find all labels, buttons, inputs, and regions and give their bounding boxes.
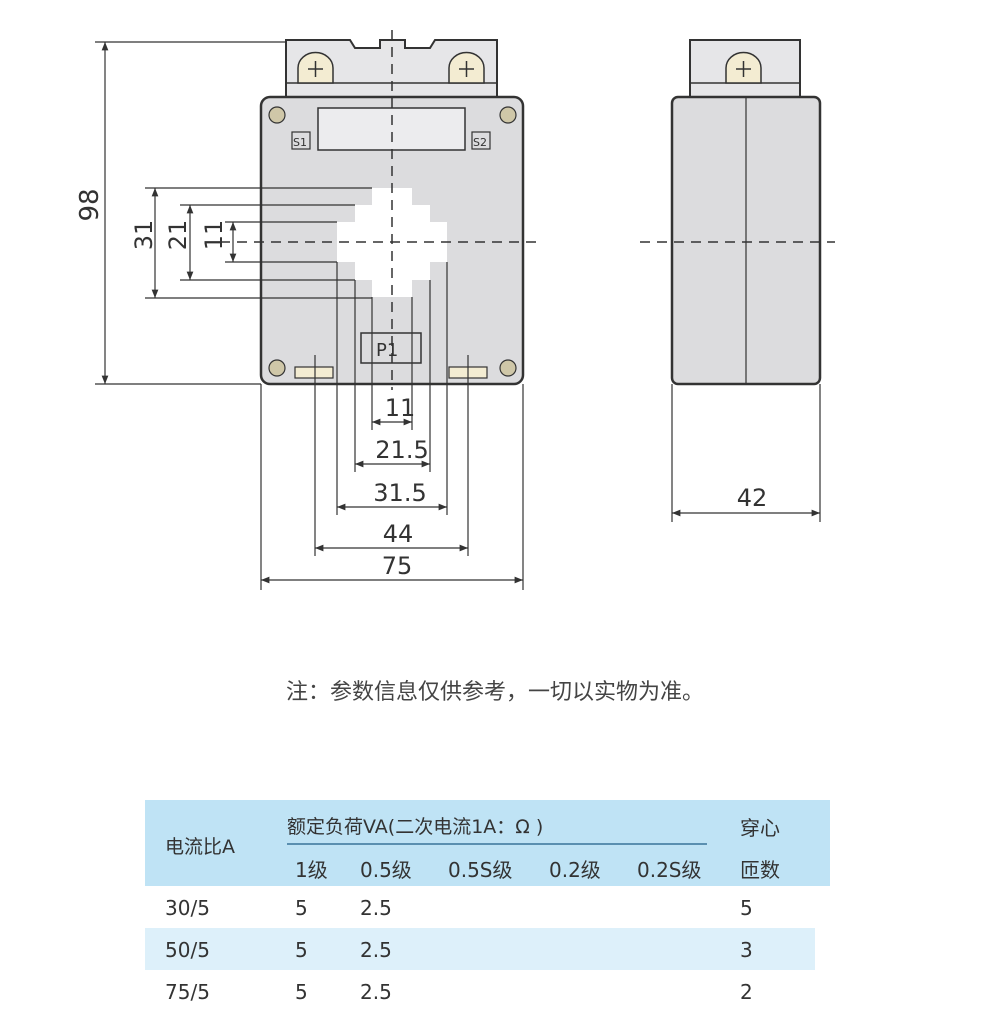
dim-depth-42: 42 [737, 484, 768, 512]
dim-width-21-5: 21.5 [375, 436, 428, 464]
header-rated-burden: 额定负荷VA(二次电流1A：Ω ) [287, 816, 544, 838]
header-divider [287, 843, 707, 845]
front-view [259, 39, 525, 386]
header-class-0-5s: 0.5S级 [448, 858, 513, 882]
header-turns-2: 匝数 [740, 858, 780, 882]
side-view [670, 39, 822, 386]
center-lines [220, 30, 835, 390]
extension-lines [95, 41, 821, 590]
mount-slot-left [294, 366, 334, 379]
dim-opening-21: 21 [164, 220, 192, 251]
terminal-label-s2: S2 [473, 136, 487, 149]
header-class-1: 1级 [295, 858, 328, 882]
cell-ratio: 30/5 [165, 896, 210, 920]
label-window [317, 107, 466, 151]
spec-table: 电流比A 额定负荷VA(二次电流1A：Ω ) 1级 0.5级 0.5S级 0.2… [145, 800, 835, 1004]
cell-turns: 5 [740, 896, 753, 920]
dim-width-75: 75 [382, 552, 413, 580]
cell-class-1: 5 [295, 896, 308, 920]
terminal-label-s1: S1 [293, 136, 307, 149]
cell-class-0-5: 2.5 [360, 896, 392, 920]
cell-class-1: 5 [295, 938, 308, 962]
primary-label-p1: P1 [376, 340, 398, 361]
header-turns-1: 穿心 [740, 816, 780, 840]
table-row: 30/5 5 2.5 5 [145, 886, 815, 928]
dimension-lines [101, 42, 820, 584]
dim-width-31-5: 31.5 [373, 479, 426, 507]
cell-turns: 2 [740, 980, 753, 1004]
table-row: 75/5 5 2.5 2 [145, 970, 815, 1012]
header-class-0-5: 0.5级 [360, 858, 412, 882]
header-ratio: 电流比A [165, 836, 235, 858]
dim-opening-31: 31 [130, 220, 158, 251]
header-class-0-2s: 0.2S级 [637, 858, 702, 882]
dim-height-98: 98 [75, 188, 105, 221]
dimension-drawing: S1 S2 P1 [75, 30, 835, 590]
cell-class-1: 5 [295, 980, 308, 1004]
disclaimer-note: 注：参数信息仅供参考，一切以实物为准。 [285, 680, 704, 705]
dim-width-11: 11 [385, 394, 416, 422]
cell-class-0-5: 2.5 [360, 980, 392, 1004]
cell-turns: 3 [740, 938, 753, 962]
cell-class-0-5: 2.5 [360, 938, 392, 962]
cell-ratio: 75/5 [165, 980, 210, 1004]
dim-opening-11v: 11 [200, 220, 228, 251]
header-class-0-2: 0.2级 [549, 858, 601, 882]
cell-ratio: 50/5 [165, 938, 210, 962]
dim-width-44: 44 [383, 520, 414, 548]
table-row: 50/5 5 2.5 3 [145, 928, 815, 970]
